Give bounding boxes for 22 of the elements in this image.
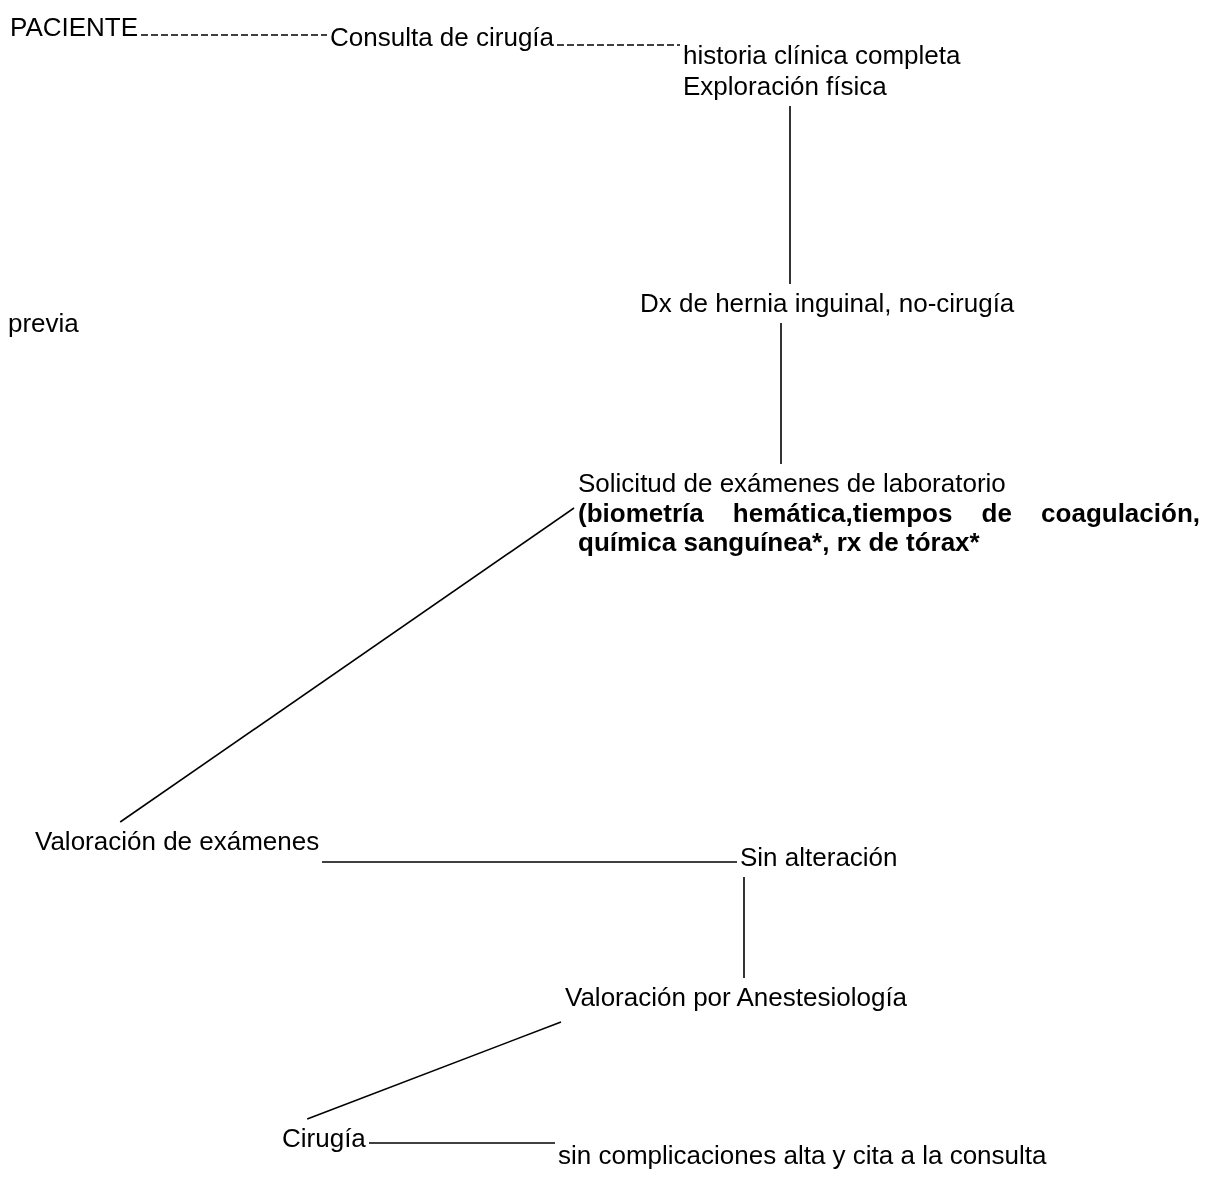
flow-step: Valoración de exámenes bbox=[35, 826, 320, 858]
flow-step: sin complicaciones alta y cita a la consulta bbox=[558, 1140, 1047, 1172]
connector-line bbox=[306, 1021, 562, 1120]
flow-step: PACIENTE bbox=[10, 12, 139, 44]
note-text: previa bbox=[8, 308, 79, 339]
step-text: Exploración física bbox=[683, 71, 888, 103]
flow-step: Cirugía bbox=[282, 1123, 366, 1155]
connector-line bbox=[119, 507, 575, 823]
connector-line bbox=[321, 861, 738, 863]
flow-step: Dx de hernia inguinal, no-cirugía bbox=[640, 288, 1202, 320]
flow-step: Valoración por Anestesiología bbox=[565, 982, 908, 1014]
connector-line bbox=[368, 1142, 556, 1144]
connector-line bbox=[780, 322, 782, 465]
connector-line bbox=[140, 34, 328, 36]
step-text: historia clínica completa bbox=[683, 40, 961, 72]
flow-step: Consulta de cirugía bbox=[330, 22, 555, 54]
connector-line bbox=[556, 44, 681, 46]
connector-line bbox=[743, 876, 745, 979]
step-text: Solicitud de exámenes de laboratorio bbox=[578, 468, 1007, 500]
flow-step: Sin alteración bbox=[740, 842, 898, 874]
step-text: (biometría hemática,tiempos de coagulación, química sanguínea*, rx de tórax* bbox=[578, 499, 1200, 557]
connector-line bbox=[789, 105, 791, 285]
